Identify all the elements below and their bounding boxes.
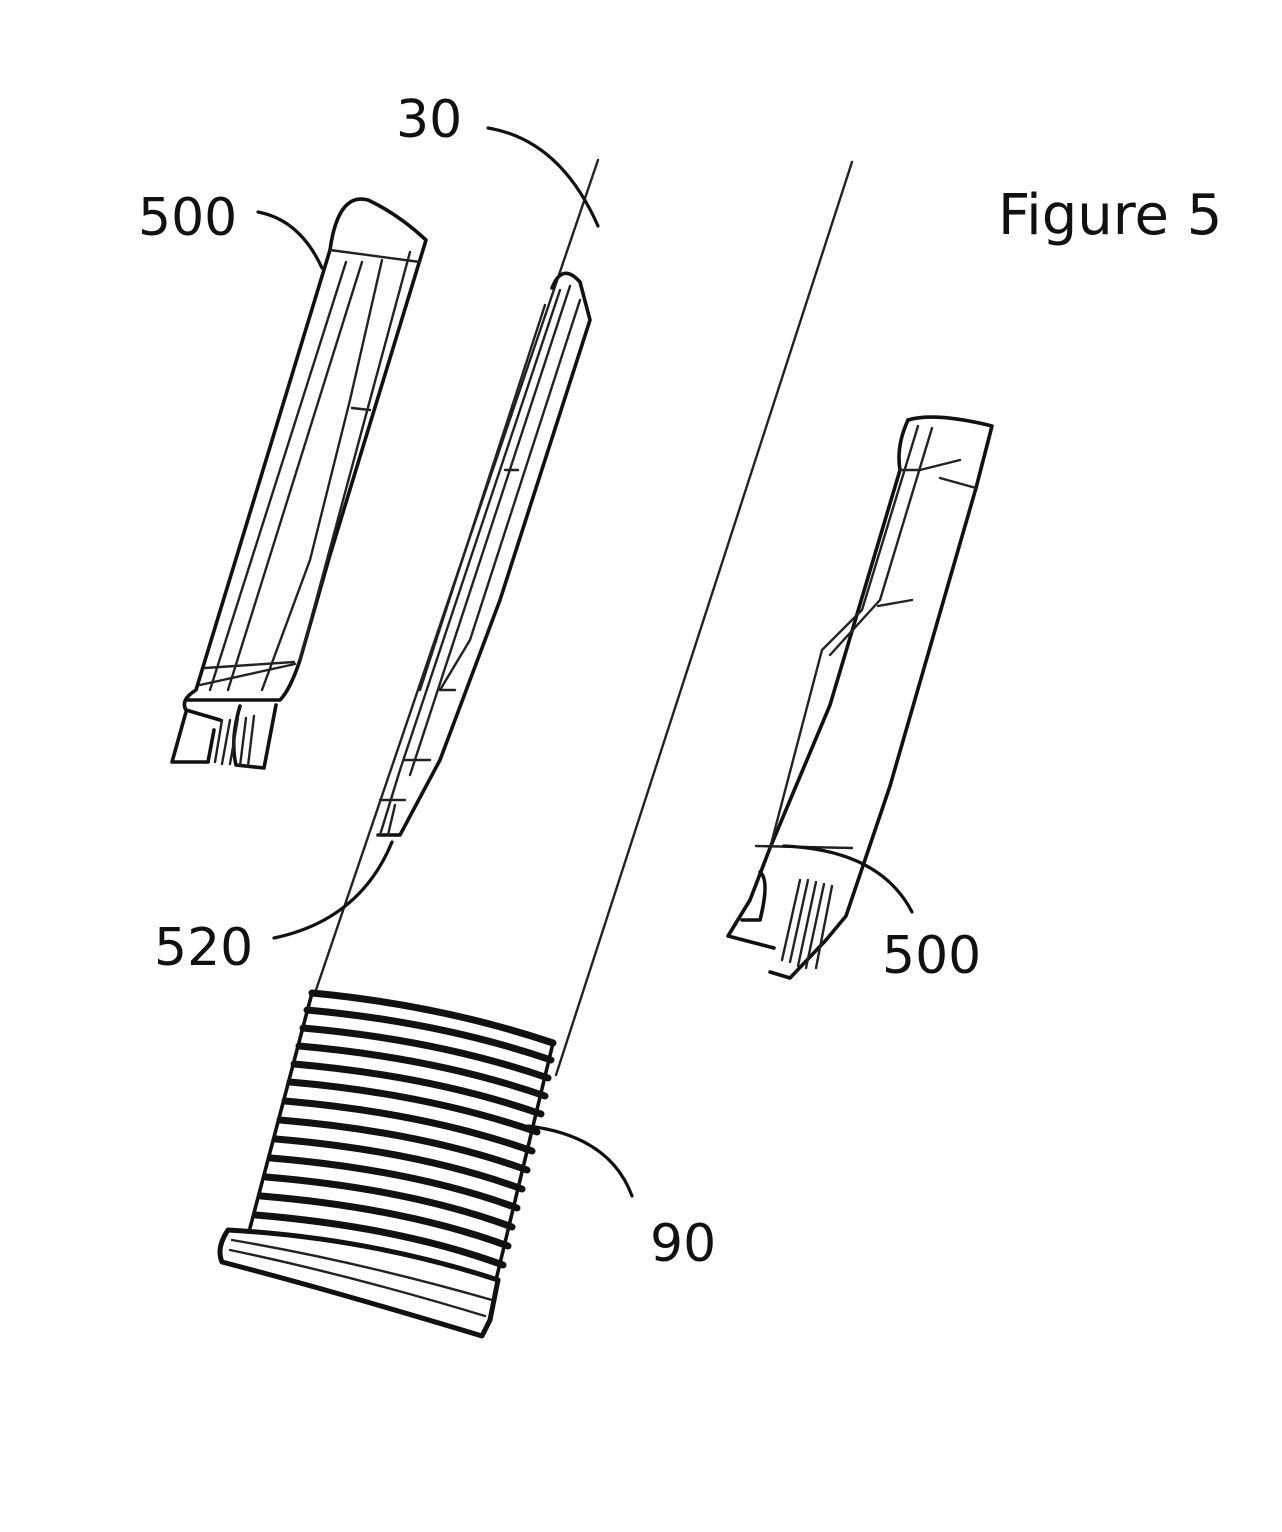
- insert-500-right: [726, 415, 994, 980]
- leader-500-right: [782, 844, 914, 914]
- label-90: 90: [650, 1214, 717, 1274]
- leader-500-left: [256, 210, 324, 270]
- leader-lines: [256, 126, 914, 1198]
- thread-section: [217, 989, 557, 1339]
- figure-title: Figure 5: [998, 183, 1223, 248]
- label-30: 30: [396, 90, 463, 150]
- leader-30: [486, 126, 600, 228]
- label-520: 520: [154, 918, 254, 978]
- insert-500-left: [170, 197, 428, 770]
- label-500-left: 500: [138, 188, 238, 248]
- insert-pocket: [376, 271, 592, 837]
- leader-90: [526, 1124, 634, 1198]
- leader-520: [272, 840, 394, 940]
- label-500-right: 500: [882, 926, 982, 986]
